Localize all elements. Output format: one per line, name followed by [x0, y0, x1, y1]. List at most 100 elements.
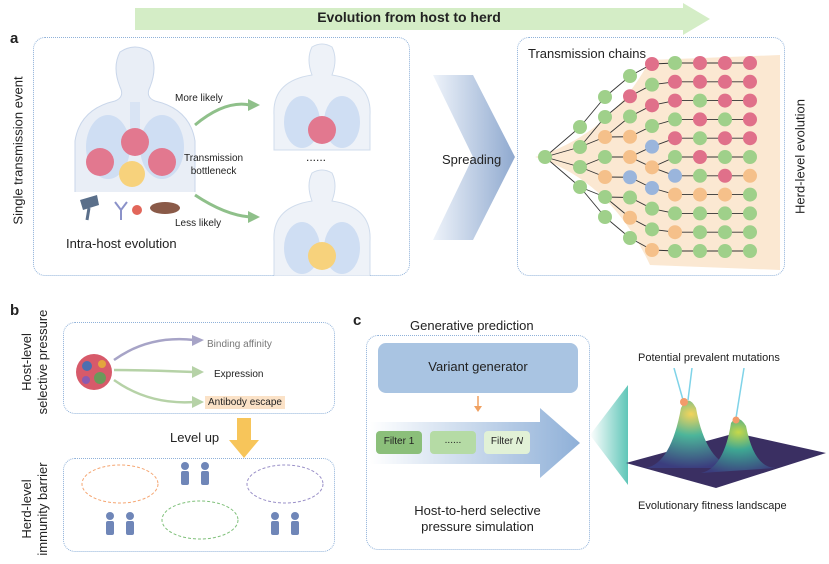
tree-node — [623, 170, 637, 184]
tree-node — [623, 191, 637, 205]
tree-node — [668, 206, 682, 220]
tree-node — [718, 75, 732, 89]
transmission-tree — [520, 55, 785, 270]
tree-node — [538, 150, 552, 164]
tree-node — [743, 244, 757, 258]
tree-node — [645, 57, 659, 71]
tree-node — [693, 206, 707, 220]
recipient-host-top — [272, 42, 372, 152]
tree-node — [693, 94, 707, 108]
tree-node — [645, 160, 659, 174]
tree-node — [743, 75, 757, 89]
tree-node — [573, 160, 587, 174]
recipient-host-bottom — [272, 168, 372, 276]
tree-node — [743, 206, 757, 220]
tree-node — [668, 112, 682, 126]
tree-node — [645, 202, 659, 216]
tree-node — [668, 150, 682, 164]
tree-node — [718, 112, 732, 126]
tree-node — [743, 225, 757, 239]
potential-mutations-label: Potential prevalent mutations — [638, 352, 780, 364]
tree-node — [743, 188, 757, 202]
spreading-label: Spreading — [442, 152, 501, 167]
tree-node — [598, 130, 612, 144]
pressure-arrows — [112, 335, 207, 410]
tree-node — [668, 131, 682, 145]
tree-node — [718, 131, 732, 145]
virus-particle — [72, 350, 117, 395]
tree-node — [645, 243, 659, 257]
fitness-landscape-label: Evolutionary fitness landscape — [638, 500, 787, 512]
tree-node — [645, 98, 659, 112]
tree-node — [623, 69, 637, 83]
tree-node — [573, 140, 587, 154]
bottleneck-label: Transmission bottleneck — [184, 152, 243, 178]
tree-node — [623, 150, 637, 164]
tree-node — [743, 56, 757, 70]
level-up-label: Level up — [170, 430, 219, 445]
panel-c-letter: c — [353, 312, 361, 329]
immune-factors-icons — [75, 190, 185, 225]
banner-title: Evolution from host to herd — [135, 9, 683, 25]
tree-node — [623, 130, 637, 144]
filter-dots-label: ...... — [430, 435, 476, 446]
tree-node — [693, 225, 707, 239]
tree-node — [645, 140, 659, 154]
tree-node — [623, 211, 637, 225]
filter-n-italic: N — [516, 436, 523, 447]
level-up-arrow — [229, 418, 259, 458]
tree-node — [718, 225, 732, 239]
tree-node — [693, 112, 707, 126]
tree-node — [668, 244, 682, 258]
tree-node — [693, 131, 707, 145]
tree-node — [668, 56, 682, 70]
intra-host-label: Intra-host evolution — [66, 236, 177, 251]
tree-node — [645, 222, 659, 236]
tree-node — [693, 244, 707, 258]
variant-generator-label: Variant generator — [378, 359, 578, 374]
tree-node — [743, 169, 757, 183]
tree-node — [743, 94, 757, 108]
panel-b-letter: b — [10, 302, 19, 319]
filter-1-label: Filter 1 — [376, 436, 422, 447]
tree-node — [693, 150, 707, 164]
simulation-label: Host-to-herd selective pressure simulati… — [395, 503, 560, 535]
tree-node — [743, 112, 757, 126]
tree-node — [598, 90, 612, 104]
tree-node — [693, 169, 707, 183]
tree-node — [668, 188, 682, 202]
tree-node — [668, 94, 682, 108]
tree-node — [693, 75, 707, 89]
tree-node — [718, 56, 732, 70]
more-likely-label: More likely — [175, 93, 223, 104]
tree-node — [573, 120, 587, 134]
tree-node — [718, 169, 732, 183]
tree-node — [718, 244, 732, 258]
filter-n-prefix: Filter — [491, 436, 516, 447]
tree-node — [743, 150, 757, 164]
host-body-illustration — [70, 42, 200, 192]
tree-node — [718, 94, 732, 108]
tree-node — [718, 188, 732, 202]
tree-node — [623, 231, 637, 245]
tree-node — [645, 78, 659, 92]
herd-level-evolution-label: Herd-level evolution — [793, 92, 808, 222]
herd-population — [65, 460, 333, 550]
tree-node — [623, 110, 637, 124]
tree-node — [693, 188, 707, 202]
binding-affinity-label: Binding affinity — [207, 339, 272, 350]
tree-node — [668, 169, 682, 183]
fitness-landscape — [626, 368, 826, 493]
tree-node — [668, 75, 682, 89]
tree-node — [598, 190, 612, 204]
herd-immunity-label: Herd-level immunity barrier — [19, 454, 51, 564]
tree-node — [668, 225, 682, 239]
panel-a-letter: a — [10, 30, 18, 47]
single-transmission-label: Single transmission event — [11, 71, 26, 231]
tree-node — [573, 180, 587, 194]
antibody-escape-label: Antibody escape — [205, 396, 285, 409]
tree-node — [645, 181, 659, 195]
tree-node — [743, 131, 757, 145]
tree-node — [598, 210, 612, 224]
host-level-pressure-label: Host-level selective pressure — [19, 307, 51, 417]
